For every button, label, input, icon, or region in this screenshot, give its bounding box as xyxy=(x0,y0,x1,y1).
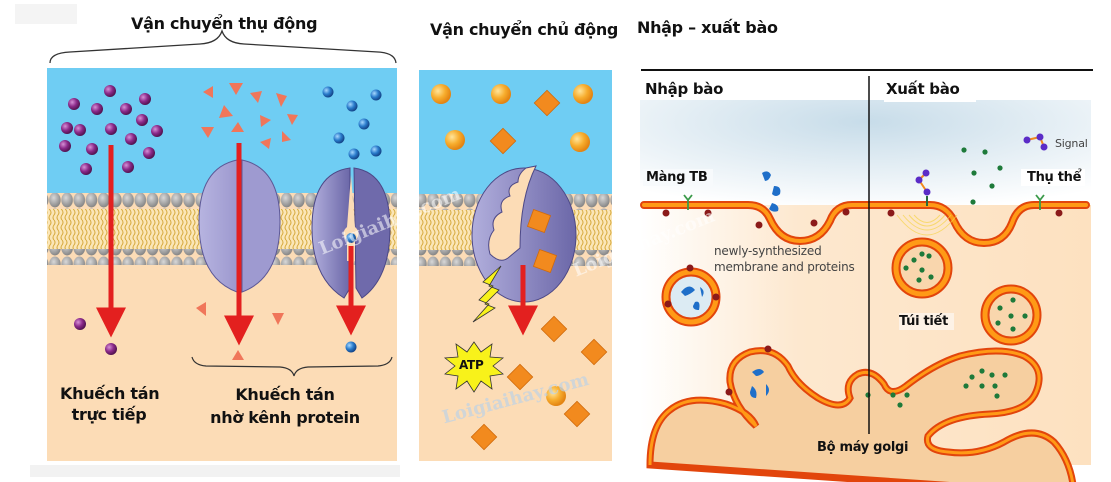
channel-diffusion-label-line1: Khuếch tán xyxy=(235,385,335,404)
channel-diffusion-label: Khuếch tán nhờ kênh protein xyxy=(210,383,360,429)
passive-brace xyxy=(49,28,397,64)
secretory-vesicle-2 xyxy=(980,284,1042,346)
fusion-glow xyxy=(896,214,958,236)
receptor-label: Thụ thể xyxy=(1021,169,1086,186)
endocytic-vesicle xyxy=(661,264,721,327)
cell-membrane-label: Màng TB xyxy=(643,169,714,186)
blue-molecules xyxy=(322,86,382,353)
golgi-markers xyxy=(725,345,772,396)
energy-bolt-icon xyxy=(472,265,502,323)
channel-protein xyxy=(198,159,281,293)
endocytosis-label: Nhập bào xyxy=(645,80,728,100)
receptor-icon xyxy=(683,194,693,210)
bound-signal-molecule xyxy=(915,169,931,206)
endo-exocytosis-panel xyxy=(640,69,1093,482)
channel-brace xyxy=(191,356,393,377)
passive-transport-title: Vận chuyển thụ động xyxy=(131,14,318,33)
triangle-molecules xyxy=(196,83,298,360)
golgi-cargo xyxy=(750,369,769,398)
passive-transport-panel xyxy=(47,28,397,461)
active-transport-title: Vận chuyển chủ động xyxy=(430,20,619,39)
golgi-green-cargo xyxy=(865,368,1008,408)
direct-diffusion-label: Khuếch tán trực tiếp xyxy=(60,383,160,425)
new-membrane-label: newly-synthesized membrane and proteins xyxy=(714,243,855,275)
atp-label: ATP xyxy=(459,358,484,372)
orange-molecules xyxy=(431,84,593,406)
carrier-protein xyxy=(311,167,391,299)
membrane-proteins xyxy=(662,208,1063,229)
golgi-label: Bộ máy golgi xyxy=(817,440,909,455)
direct-diffusion-label-line2: trực tiếp xyxy=(71,405,147,424)
signal-label: Signal xyxy=(1055,137,1088,150)
top-left-blur xyxy=(15,4,77,24)
new-membrane-label-line1: newly-synthesized xyxy=(714,244,822,258)
receptor-icon-right xyxy=(1035,194,1045,210)
new-membrane-label-line2: membrane and proteins xyxy=(714,260,855,274)
active-transport-panel xyxy=(419,70,612,461)
signal-molecule-icon xyxy=(1023,133,1048,151)
channel-diffusion-label-line2: nhờ kênh protein xyxy=(210,408,360,427)
atp-burst-icon xyxy=(443,341,505,393)
diamond-molecules xyxy=(470,89,608,451)
secreted-cargo xyxy=(961,147,1003,205)
secretory-vesicle-1 xyxy=(891,237,953,299)
endo-exocytosis-title: Nhập – xuất bào xyxy=(637,18,778,37)
exocytosis-label: Xuất bào xyxy=(884,80,976,102)
direct-diffusion-label-line1: Khuếch tán xyxy=(60,384,160,403)
purple-molecules xyxy=(59,85,163,355)
endocytosis-cargo xyxy=(762,171,781,212)
secretory-vesicle-label: Túi tiết xyxy=(899,313,954,330)
